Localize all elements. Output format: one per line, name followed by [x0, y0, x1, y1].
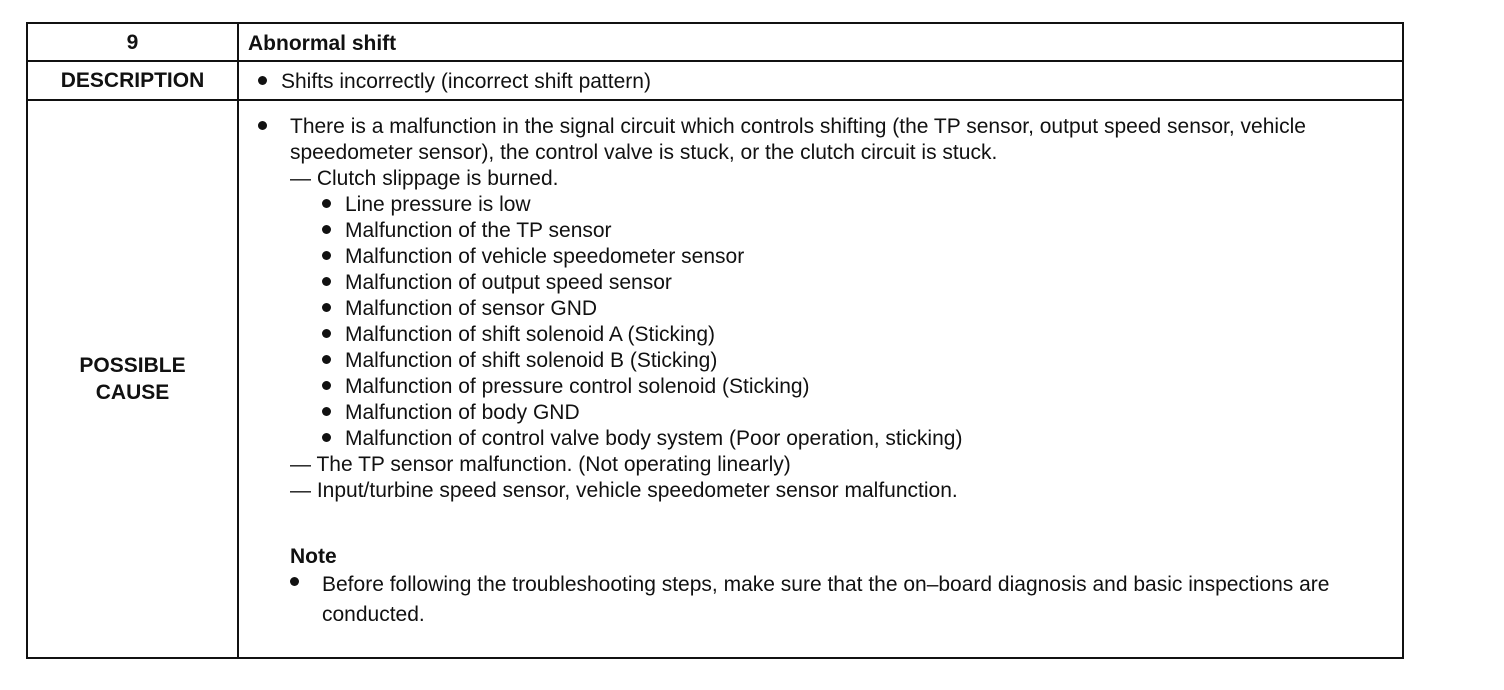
cause-content: There is a malfunction in the signal cir…	[258, 114, 1362, 630]
bullet-icon	[290, 576, 299, 586]
list-item: Malfunction of control valve body system…	[322, 426, 1362, 452]
note-item: Before following the troubleshooting ste…	[258, 570, 1362, 630]
bullet-icon	[258, 120, 267, 130]
list-item: Malfunction of sensor GND	[322, 296, 1362, 322]
possible-cause-label-line1: POSSIBLE	[79, 354, 186, 377]
possible-cause-label-line2: CAUSE	[95, 381, 170, 404]
list-item: Malfunction of vehicle speedometer senso…	[322, 244, 1362, 270]
bullet-icon	[322, 328, 331, 338]
description-cell: Shifts incorrectly (incorrect shift patt…	[239, 62, 1402, 99]
bullet-icon	[322, 354, 331, 364]
list-item: Malfunction of output speed sensor	[322, 270, 1362, 296]
list-item: Malfunction of pressure control solenoid…	[322, 374, 1362, 400]
bullet-icon	[322, 198, 331, 208]
dash-line-clutch: — Clutch slippage is burned.	[290, 167, 559, 190]
item-number: 9	[28, 24, 239, 60]
header-row: 9 Abnormal shift	[28, 24, 1402, 62]
list-item: Line pressure is low	[322, 192, 1362, 218]
list-item: Malfunction of shift solenoid A (Stickin…	[322, 322, 1362, 348]
troubleshooting-table: 9 Abnormal shift DESCRIPTION Shifts inco…	[26, 22, 1404, 659]
bullet-icon	[322, 276, 331, 286]
description-row: DESCRIPTION Shifts incorrectly (incorrec…	[28, 62, 1402, 101]
bullet-icon	[322, 432, 331, 442]
symptom-title: Abnormal shift	[248, 32, 397, 55]
cause-main-item: There is a malfunction in the signal cir…	[258, 114, 1362, 166]
bullet-icon	[322, 302, 331, 312]
bullet-icon	[322, 380, 331, 390]
bullet-icon	[322, 224, 331, 234]
possible-cause-label: POSSIBLE CAUSE	[28, 101, 239, 657]
dash-line-speed-sensor: — Input/turbine speed sensor, vehicle sp…	[290, 479, 958, 502]
list-item: Malfunction of body GND	[322, 400, 1362, 426]
dash-line-tp-sensor: — The TP sensor malfunction. (Not operat…	[290, 453, 791, 476]
cause-main-text: There is a malfunction in the signal cir…	[290, 115, 1306, 164]
possible-cause-row: POSSIBLE CAUSE There is a malfunction in…	[28, 101, 1402, 657]
bullet-icon	[322, 406, 331, 416]
note-heading: Note	[290, 545, 337, 568]
list-item: Malfunction of shift solenoid B (Stickin…	[322, 348, 1362, 374]
description-text: Shifts incorrectly (incorrect shift patt…	[281, 70, 651, 93]
note-text: Before following the troubleshooting ste…	[322, 573, 1330, 626]
list-item: Malfunction of the TP sensor	[322, 218, 1362, 244]
possible-cause-cell: There is a malfunction in the signal cir…	[239, 101, 1402, 657]
description-item: Shifts incorrectly (incorrect shift patt…	[258, 69, 651, 95]
description-label: DESCRIPTION	[28, 62, 239, 99]
bullet-icon	[258, 75, 267, 85]
header-title-cell: Abnormal shift	[239, 24, 1402, 60]
bullet-icon	[322, 250, 331, 260]
cause-sub-list: Line pressure is low Malfunction of the …	[258, 192, 1362, 452]
